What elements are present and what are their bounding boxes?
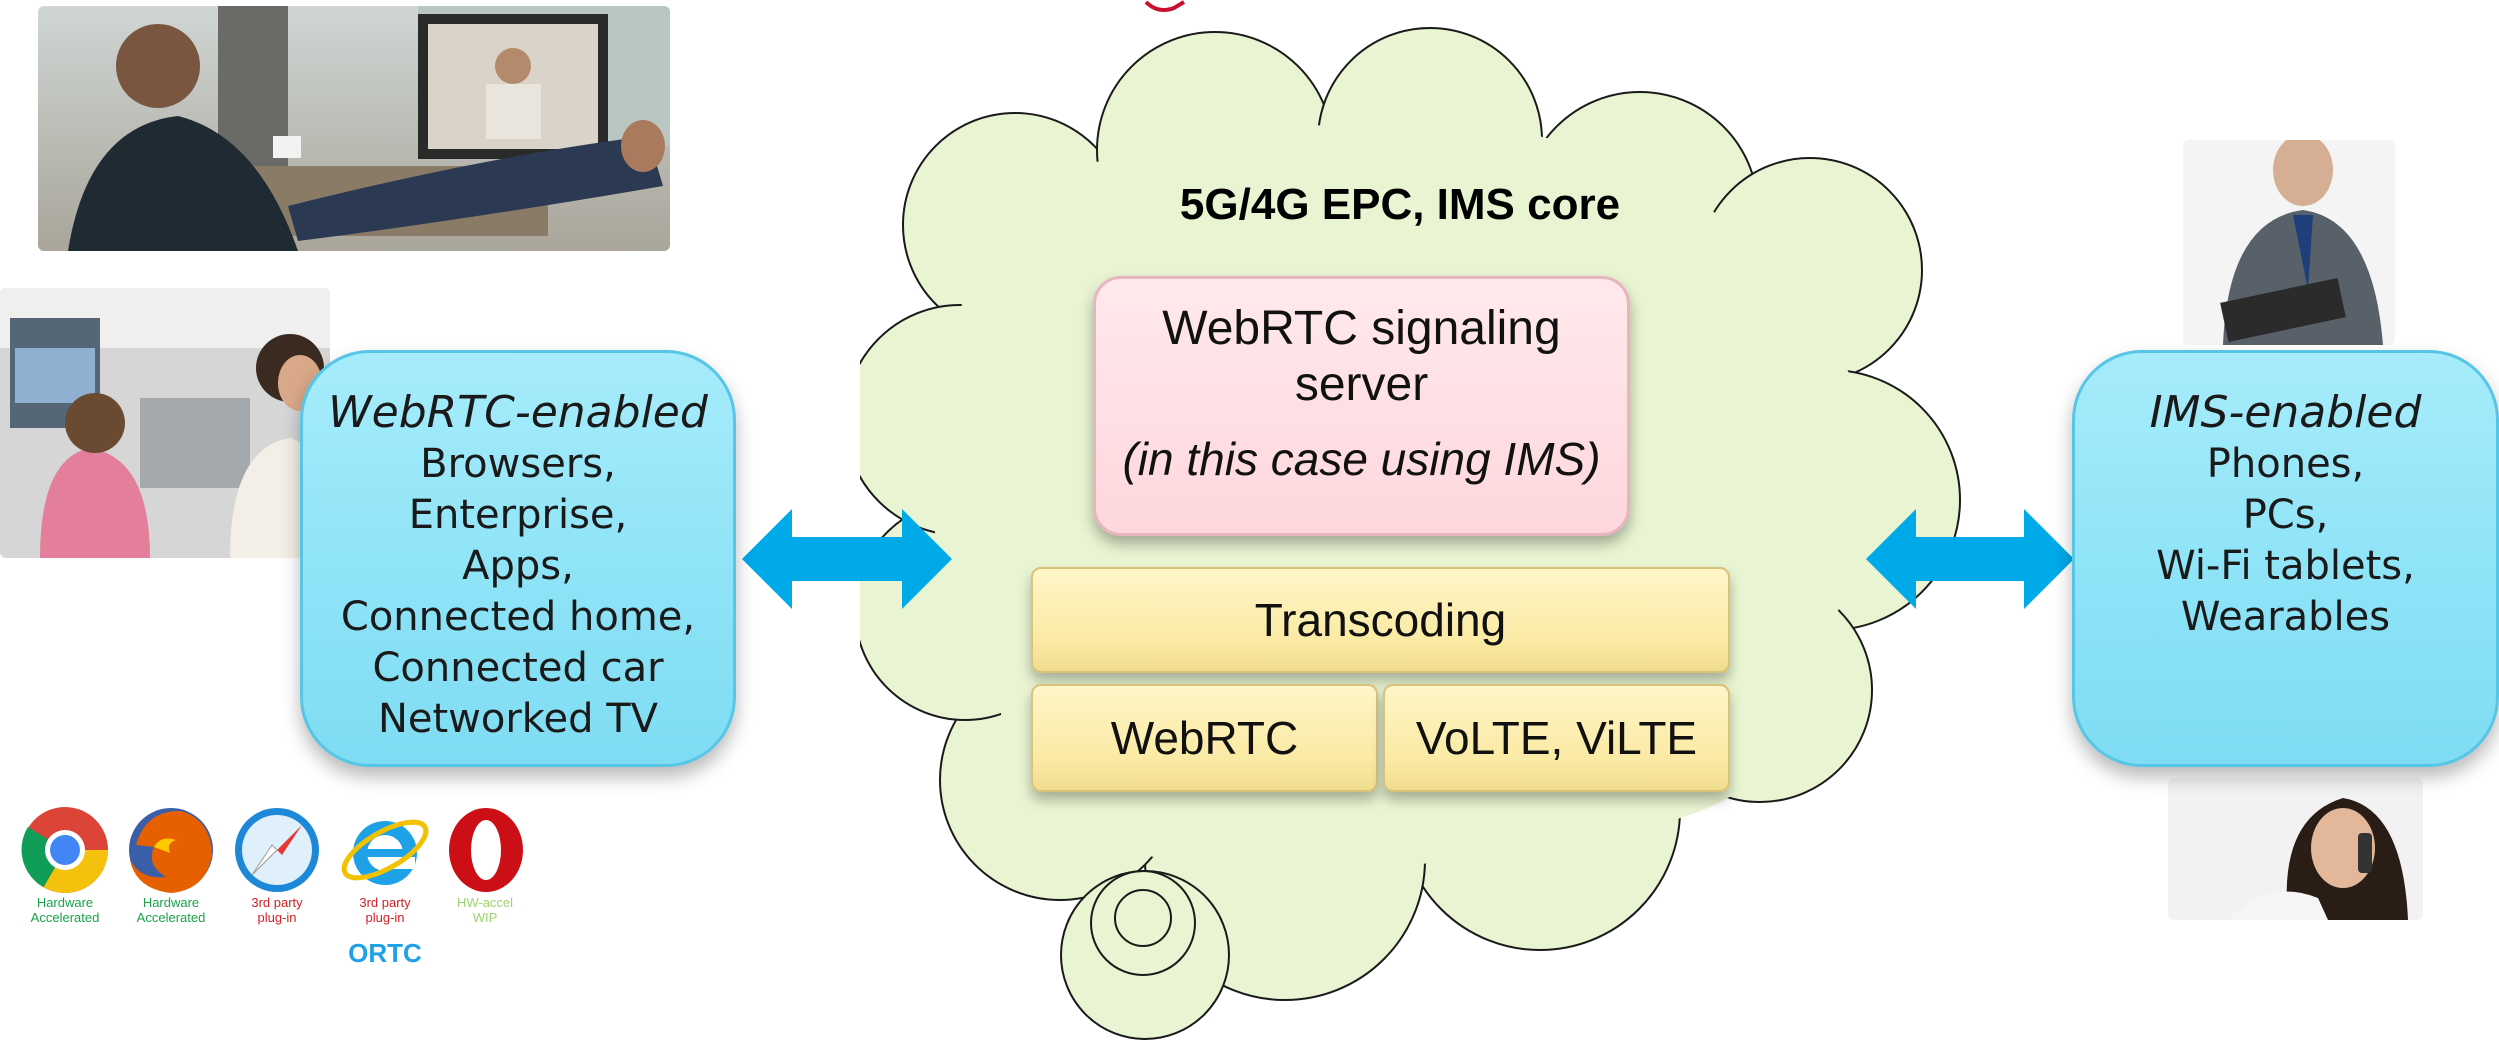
ims-item: Wi-Fi tablets, xyxy=(2156,543,2415,589)
woman-phone-photo xyxy=(2168,778,2423,920)
webrtc-item: Browsers, xyxy=(420,441,616,487)
webrtc-item: Connected car xyxy=(372,645,664,691)
ims-enabled-title: IMS-enabled xyxy=(2149,387,2422,438)
webrtc-enabled-title: WebRTC-enabled xyxy=(328,387,708,438)
video-call-photo xyxy=(38,6,670,251)
safari-icon xyxy=(235,808,319,892)
ims-item: Wearables xyxy=(2180,594,2391,640)
webrtc-box: WebRTC xyxy=(1031,684,1378,792)
webrtc-item: Apps, xyxy=(462,543,574,589)
ie-icon xyxy=(341,819,429,885)
webrtc-item: Connected home, xyxy=(340,594,696,640)
left-double-arrow xyxy=(742,509,952,609)
webrtc-item: Enterprise, xyxy=(408,492,628,538)
webrtc-enabled-box: WebRTC-enabled Browsers, Enterprise, App… xyxy=(300,350,736,767)
signaling-line1: WebRTC signaling xyxy=(1162,302,1561,355)
signaling-server-box: WebRTC signaling server (in this case us… xyxy=(1093,276,1630,536)
ims-item: PCs, xyxy=(2242,492,2329,538)
firefox-icon xyxy=(129,808,213,893)
ims-enabled-box: IMS-enabled Phones, PCs, Wi-Fi tablets, … xyxy=(2072,350,2499,767)
ims-item: Phones, xyxy=(2206,441,2365,487)
ortc-label: ORTC xyxy=(348,938,422,968)
signaling-line2: server xyxy=(1294,358,1429,411)
businessman-photo xyxy=(2183,140,2395,345)
cloud-title: 5G/4G EPC, IMS core xyxy=(1179,180,1621,229)
volte-box: VoLTE, ViLTE xyxy=(1383,684,1730,792)
webrtc-item: Networked TV xyxy=(377,696,659,742)
car-photo xyxy=(0,288,330,558)
signaling-line3: (in this case using IMS) xyxy=(1122,433,1601,485)
opera-icon xyxy=(449,808,523,892)
transcoding-box: Transcoding xyxy=(1031,567,1730,673)
title-fragment xyxy=(1144,0,1186,12)
right-double-arrow xyxy=(1866,509,2074,609)
chrome-icon xyxy=(21,807,108,893)
